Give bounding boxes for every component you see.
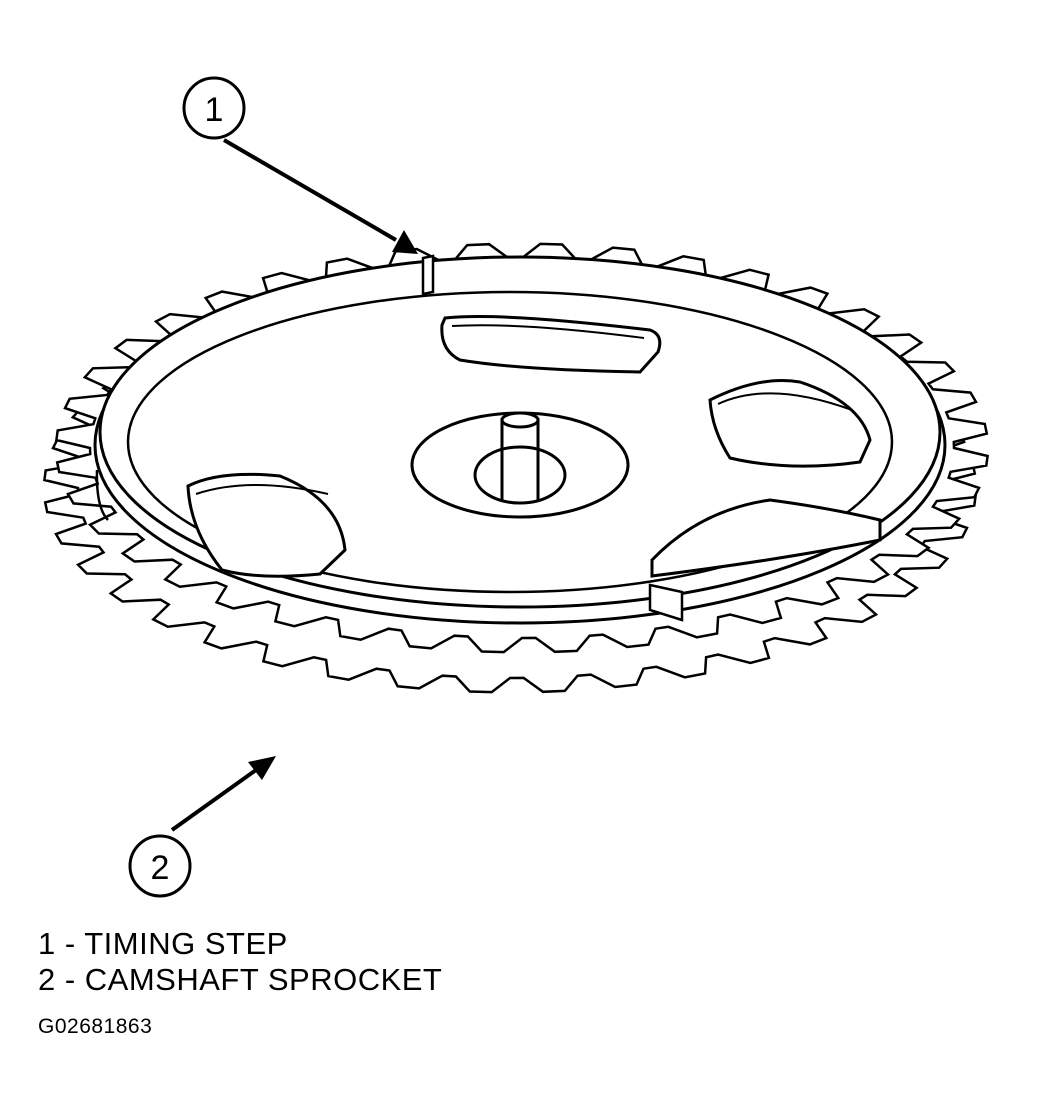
- legend: 1 - TIMING STEP 2 - CAMSHAFT SPROCKET: [38, 926, 442, 998]
- hub-windows: [186, 315, 882, 578]
- timing-step: [421, 254, 684, 622]
- figure-id: G02681863: [38, 1015, 153, 1038]
- legend-item-camshaft-sprocket: 2 - CAMSHAFT SPROCKET: [38, 962, 443, 997]
- camshaft-center: [410, 411, 630, 519]
- callout-2: 2: [128, 756, 276, 898]
- callout-1-number: 1: [205, 91, 224, 129]
- callout-2-number: 2: [151, 849, 170, 887]
- legend-item-timing-step: 1 - TIMING STEP: [38, 926, 288, 961]
- callout-1: 1: [182, 76, 418, 254]
